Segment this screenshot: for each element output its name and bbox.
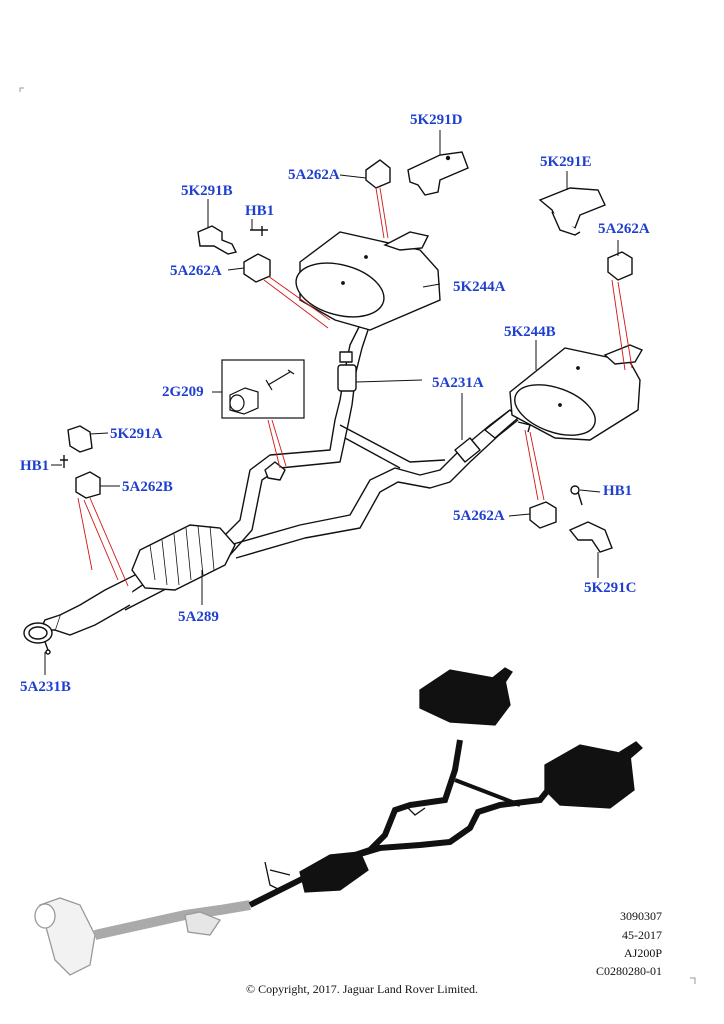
reference-line-4: C0280280-01 — [596, 964, 662, 978]
label-5a262b: 5A262B — [122, 479, 173, 495]
reference-line-1: 3090307 — [620, 909, 662, 923]
label-5a231a: 5A231A — [432, 375, 484, 391]
label-5k291d: 5K291D — [410, 112, 463, 128]
label-5a262a-left: 5A262A — [170, 263, 222, 279]
label-5a231b: 5A231B — [20, 679, 71, 695]
label-hb1-top: HB1 — [245, 203, 275, 219]
label-hb1-left: HB1 — [20, 458, 50, 474]
label-2g209: 2G209 — [162, 384, 204, 400]
muffler-5k244b — [509, 344, 644, 441]
label-5a262a-right: 5A262A — [598, 221, 650, 237]
red-leader-lines — [77, 187, 633, 587]
brackets-and-insulators — [60, 151, 633, 553]
label-5a289: 5A289 — [178, 609, 219, 625]
reference-line-3: AJ200P — [623, 946, 662, 960]
label-5k291e: 5K291E — [540, 154, 592, 170]
reference-line-2: 45-2017 — [622, 928, 662, 942]
label-5k244b: 5K244B — [504, 324, 556, 340]
label-5k291b: 5K291B — [181, 183, 233, 199]
leader-lines — [44, 130, 619, 675]
label-5k291a: 5K291A — [110, 426, 163, 442]
catalytic-converter — [38, 524, 236, 636]
label-5k291c: 5K291C — [584, 580, 637, 596]
copyright-notice: © Copyright, 2017. Jaguar Land Rover Lim… — [245, 982, 479, 996]
assembled-view — [34, 667, 643, 976]
clamp-5a231b — [23, 622, 53, 655]
label-hb1-right: HB1 — [603, 483, 633, 499]
muffler-5k244a — [295, 231, 441, 331]
inset-2g209 — [221, 359, 305, 419]
label-5a262a-top: 5A262A — [288, 167, 340, 183]
label-5a262a-lower: 5A262A — [453, 508, 505, 524]
label-5k244a: 5K244A — [453, 279, 506, 295]
